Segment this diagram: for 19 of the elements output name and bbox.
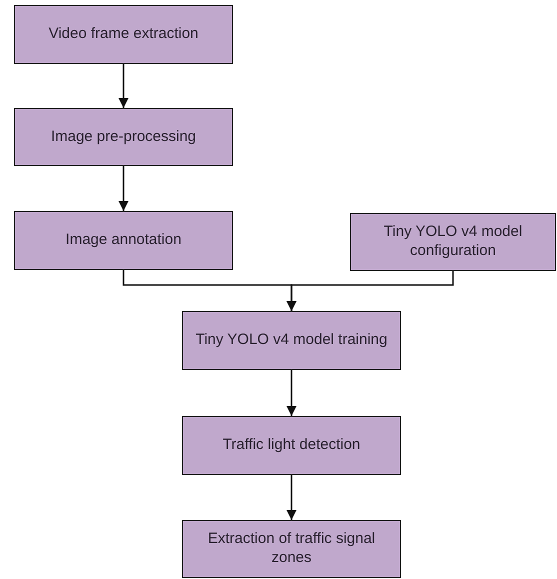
process-box xyxy=(14,5,233,64)
process-box xyxy=(350,213,556,271)
arrow xyxy=(286,475,296,520)
box-label: Video frame extraction xyxy=(48,25,198,44)
process-box xyxy=(182,520,401,578)
box-label: Tiny YOLO v4 model configuration xyxy=(382,223,524,261)
process-box xyxy=(182,416,401,475)
box-label: Image pre-processing xyxy=(50,128,196,146)
process-box xyxy=(182,311,401,370)
box-label: Tiny YOLO v4 model training xyxy=(196,331,388,350)
box-label: Traffic light detection xyxy=(222,436,360,455)
process-box xyxy=(14,211,233,270)
arrow xyxy=(286,271,454,311)
process-box xyxy=(14,108,233,166)
box-label: Extraction of traffic signal zones xyxy=(206,530,376,568)
box-label: Image annotation xyxy=(66,231,182,250)
arrow xyxy=(118,166,128,211)
arrow xyxy=(118,64,128,108)
arrow xyxy=(286,370,296,416)
